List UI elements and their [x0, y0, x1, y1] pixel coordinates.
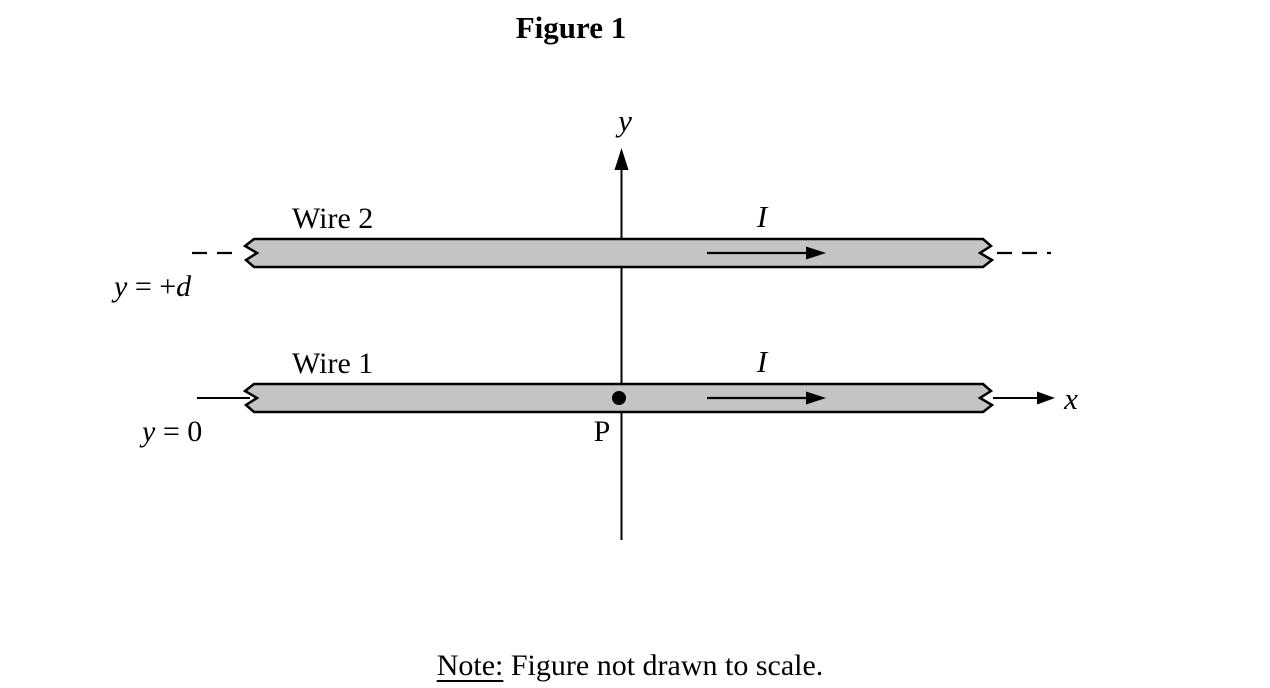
y-axis-arrowhead-icon [614, 148, 629, 170]
wire1-position-rest: = 0 [155, 415, 203, 448]
point-p-label: P [593, 415, 611, 448]
wire1-position-label: y = 0 [112, 378, 202, 486]
wire2-current-arrowhead-icon [806, 246, 826, 260]
wire2-current-label: I [756, 199, 768, 234]
point-p-dot [612, 391, 626, 405]
x-axis-arrowhead-icon [1037, 391, 1055, 405]
wire1-current-label: I [756, 344, 768, 379]
figure-title: Figure 1 [515, 10, 627, 45]
wire1-name-label: Wire 1 [292, 347, 374, 380]
x-axis-label: x [1064, 381, 1078, 416]
note-label-underlined: Note: [436, 649, 504, 682]
wire2-name-label: Wire 2 [292, 202, 374, 235]
wire2-position-var: y [114, 270, 128, 303]
wire2-position-value: d [176, 270, 192, 303]
wire1-position-var: y [142, 415, 156, 448]
wire2-body [242, 237, 995, 269]
note-text: Note: Figure not drawn to scale. [407, 612, 824, 688]
note-body: Figure not drawn to scale. [503, 649, 824, 682]
wire2-position-rest: = + [127, 270, 177, 303]
wire2-position-label: y = +d [84, 233, 191, 341]
wire1-current-arrowhead-icon [806, 391, 826, 405]
y-axis-label: y [618, 103, 632, 138]
